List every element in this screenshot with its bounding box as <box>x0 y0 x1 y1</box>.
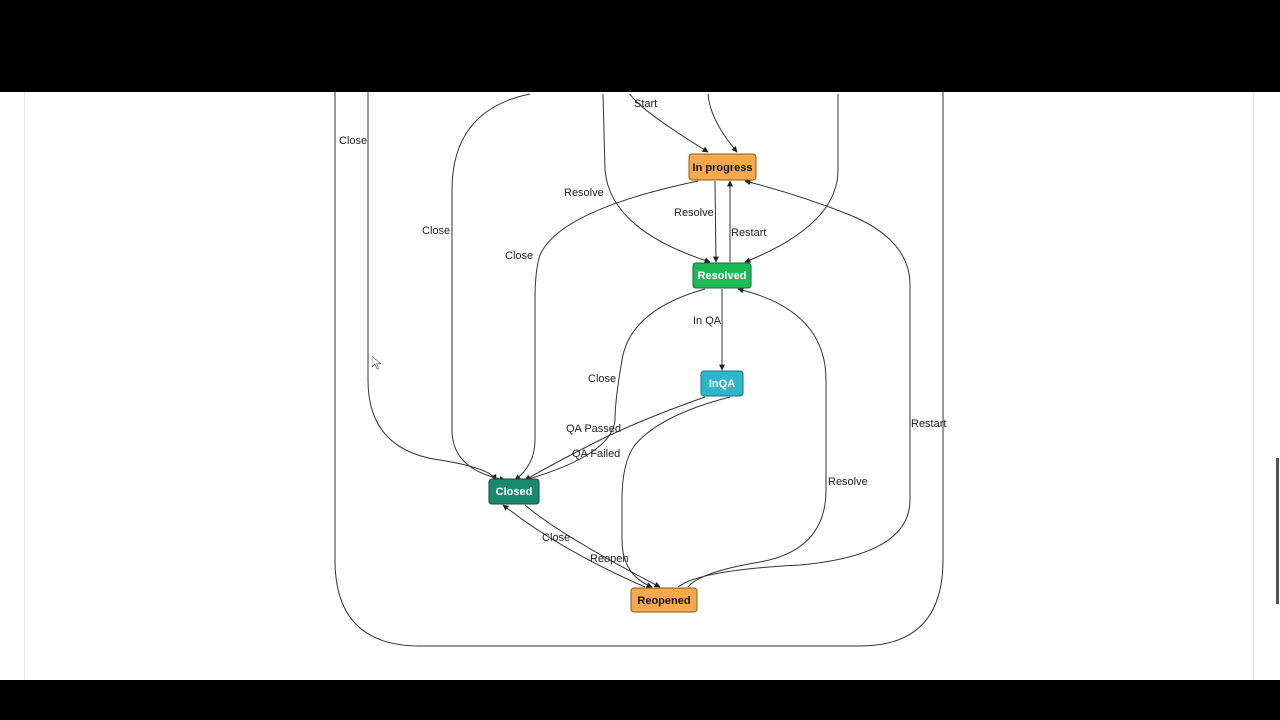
edge-label-close-bottom: Close <box>542 532 570 544</box>
edge-label-qa-failed: QA Failed <box>572 448 620 460</box>
node-reopened-label: Reopened <box>637 595 690 607</box>
edge-label-close-left: Close <box>422 225 450 237</box>
node-reopened[interactable]: Reopened <box>630 587 698 613</box>
edge-label-in-qa: In QA <box>693 315 722 327</box>
node-in-progress-label: In progress <box>693 162 753 174</box>
node-inqa-label: InQA <box>709 378 735 390</box>
edge-close-mid <box>514 180 699 481</box>
node-closed-label: Closed <box>496 486 533 498</box>
edge-start-1 <box>629 93 709 153</box>
edge-reopen <box>524 504 661 588</box>
edge-label-restart-right: Restart <box>911 418 946 430</box>
edge-label-reopen: Reopen <box>590 553 629 565</box>
edge-start-2 <box>707 93 738 153</box>
node-resolved-label: Resolved <box>698 270 747 282</box>
edge-resolve-upper <box>602 93 711 264</box>
edge-outer-frame-left <box>334 92 944 647</box>
edge-close-bottom <box>502 504 646 588</box>
edge-label-resolve-right: Resolve <box>828 476 868 488</box>
page-content-frame <box>24 92 1254 680</box>
bottom-letterbox <box>0 680 1280 720</box>
vertical-scrollbar-thumb[interactable] <box>1276 458 1279 604</box>
node-closed[interactable]: Closed <box>488 478 540 505</box>
top-letterbox <box>0 0 1280 92</box>
edge-right-to-resolved <box>744 94 839 263</box>
node-in-progress[interactable]: In progress <box>688 153 757 181</box>
edge-restart-right <box>677 179 911 588</box>
edge-label-resolve-upper: Resolve <box>564 187 604 199</box>
workflow-diagram: Start Close Close Resolve Resolve Close … <box>334 92 946 647</box>
edge-label-close-mid: Close <box>505 250 533 262</box>
page-canvas: Start Close Close Resolve Resolve Close … <box>0 92 1280 680</box>
edge-resolve-mid <box>712 180 719 263</box>
edge-close-lower <box>524 288 706 482</box>
edge-label-close-lower: Close <box>588 373 616 385</box>
node-inqa[interactable]: InQA <box>700 370 744 397</box>
edge-label-start: Start <box>634 98 657 110</box>
edge-qa-failed <box>621 396 731 588</box>
edge-resolve-right <box>687 287 827 588</box>
edge-label-qa-passed: QA Passed <box>566 423 621 435</box>
mouse-pointer-icon <box>372 356 382 370</box>
edge-label-close-far-left: Close <box>339 135 367 147</box>
edge-label-resolve-mid: Resolve <box>674 207 714 219</box>
edge-label-restart-mid: Restart <box>731 227 766 239</box>
edge-outer-loop <box>367 92 497 481</box>
edge-qa-passed <box>524 396 706 481</box>
edge-close-left <box>451 93 531 482</box>
node-resolved[interactable]: Resolved <box>692 262 752 289</box>
